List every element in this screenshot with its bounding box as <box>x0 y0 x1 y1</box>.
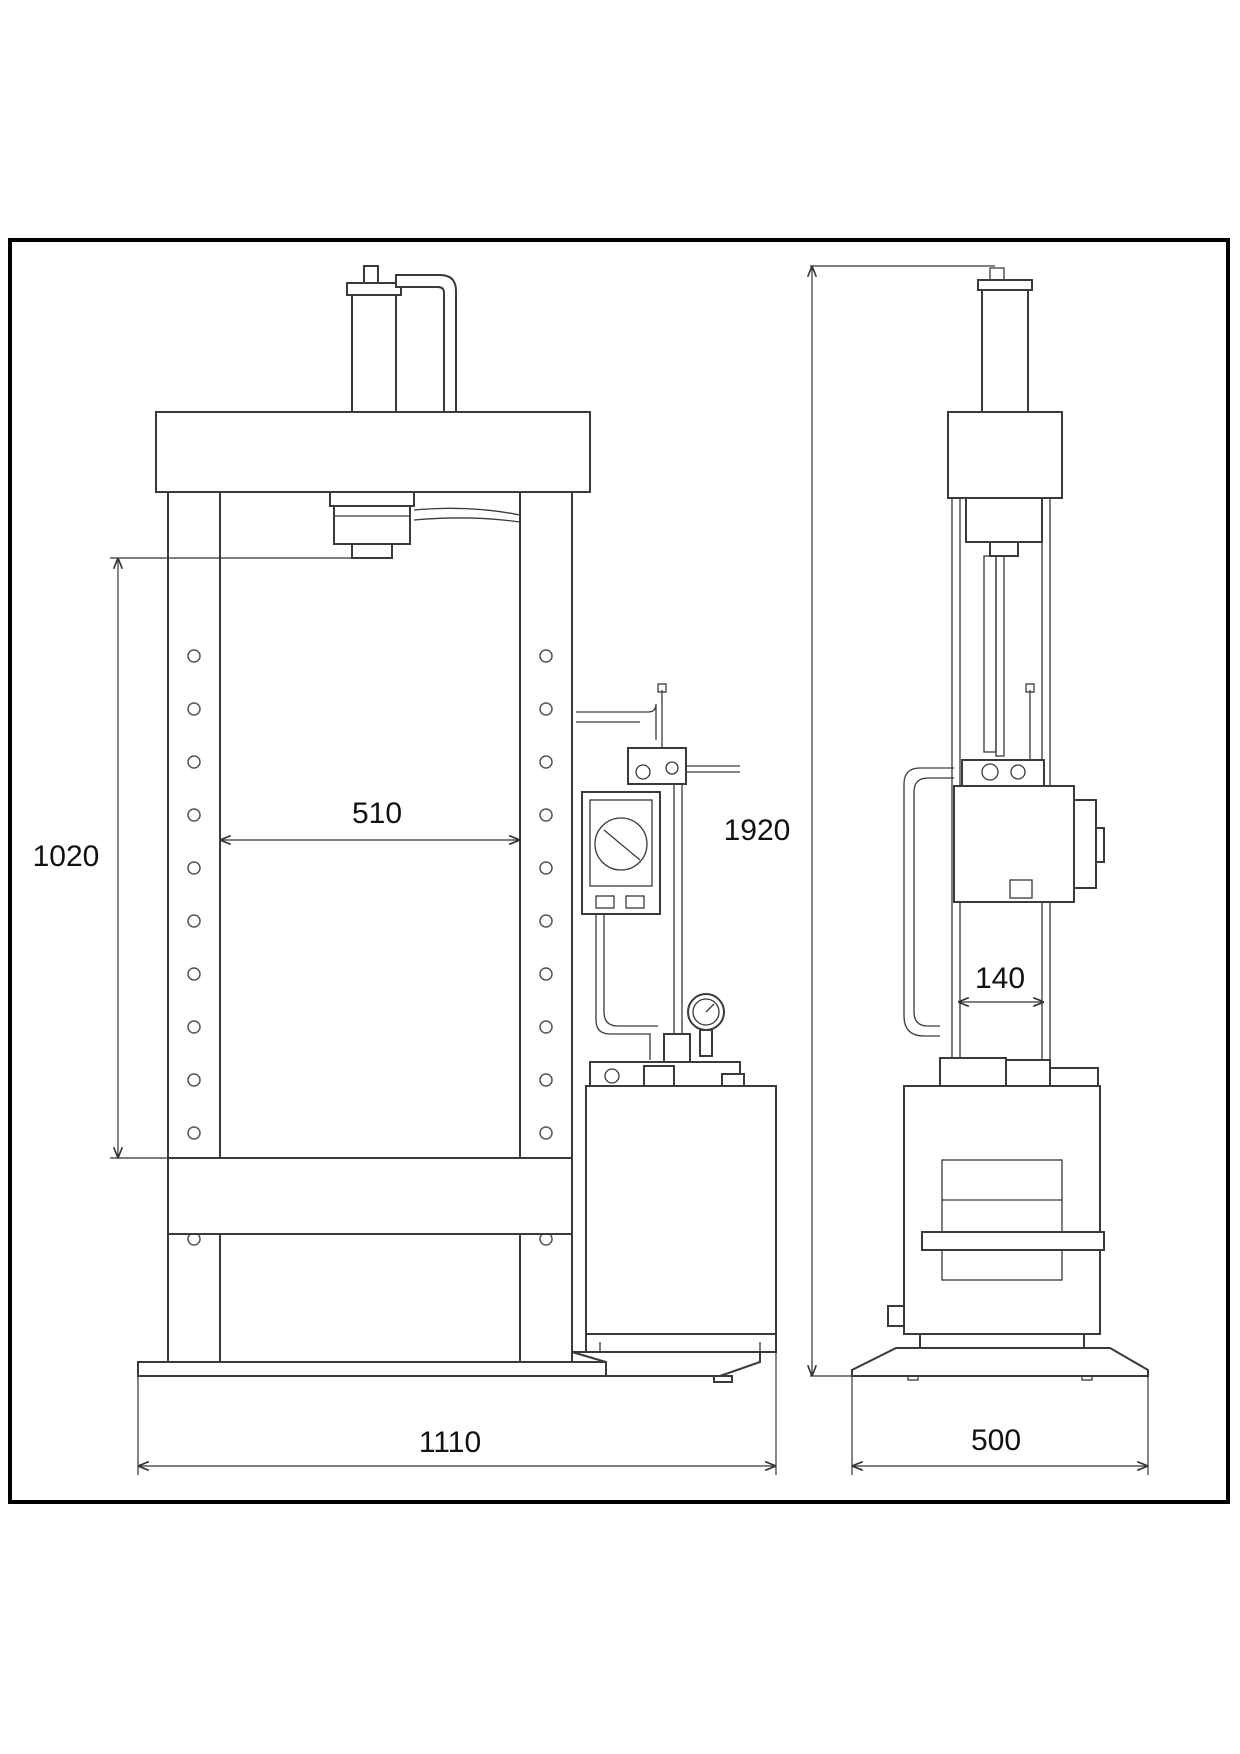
dim-label-1920: 1920 <box>724 814 791 847</box>
valve-block <box>576 683 740 1063</box>
side-press-head <box>965 497 1043 543</box>
dim-label-1020: 1020 <box>33 840 100 873</box>
hydraulic-cylinder <box>346 265 457 413</box>
crossbeam <box>155 411 591 493</box>
pressure-gauge-icon <box>687 993 725 1057</box>
dimension-1920 <box>810 266 852 1377</box>
press-bed <box>167 1157 573 1235</box>
dim-label-510: 510 <box>352 797 402 830</box>
side-cylinder <box>810 265 1033 413</box>
side-view <box>810 265 1149 1475</box>
control-box <box>581 791 661 915</box>
dim-label-140: 140 <box>975 962 1025 995</box>
side-crossbeam <box>947 411 1063 499</box>
press-head <box>329 491 521 559</box>
dim-label-500: 500 <box>971 1424 1021 1457</box>
side-base-plate <box>851 1347 1149 1381</box>
base-plate <box>137 1351 761 1383</box>
column-holes <box>187 649 553 1246</box>
hydraulic-unit <box>585 1061 777 1353</box>
side-valve-block <box>903 683 1105 1037</box>
dim-label-1110: 1110 <box>419 1426 481 1459</box>
dimension-500 <box>851 1376 1149 1475</box>
side-hydraulic-unit <box>887 1057 1105 1349</box>
dimension-1020 <box>110 557 352 1159</box>
drawing-border <box>8 238 1230 1504</box>
front-view <box>110 265 777 1475</box>
dimension-1110 <box>137 1352 777 1475</box>
